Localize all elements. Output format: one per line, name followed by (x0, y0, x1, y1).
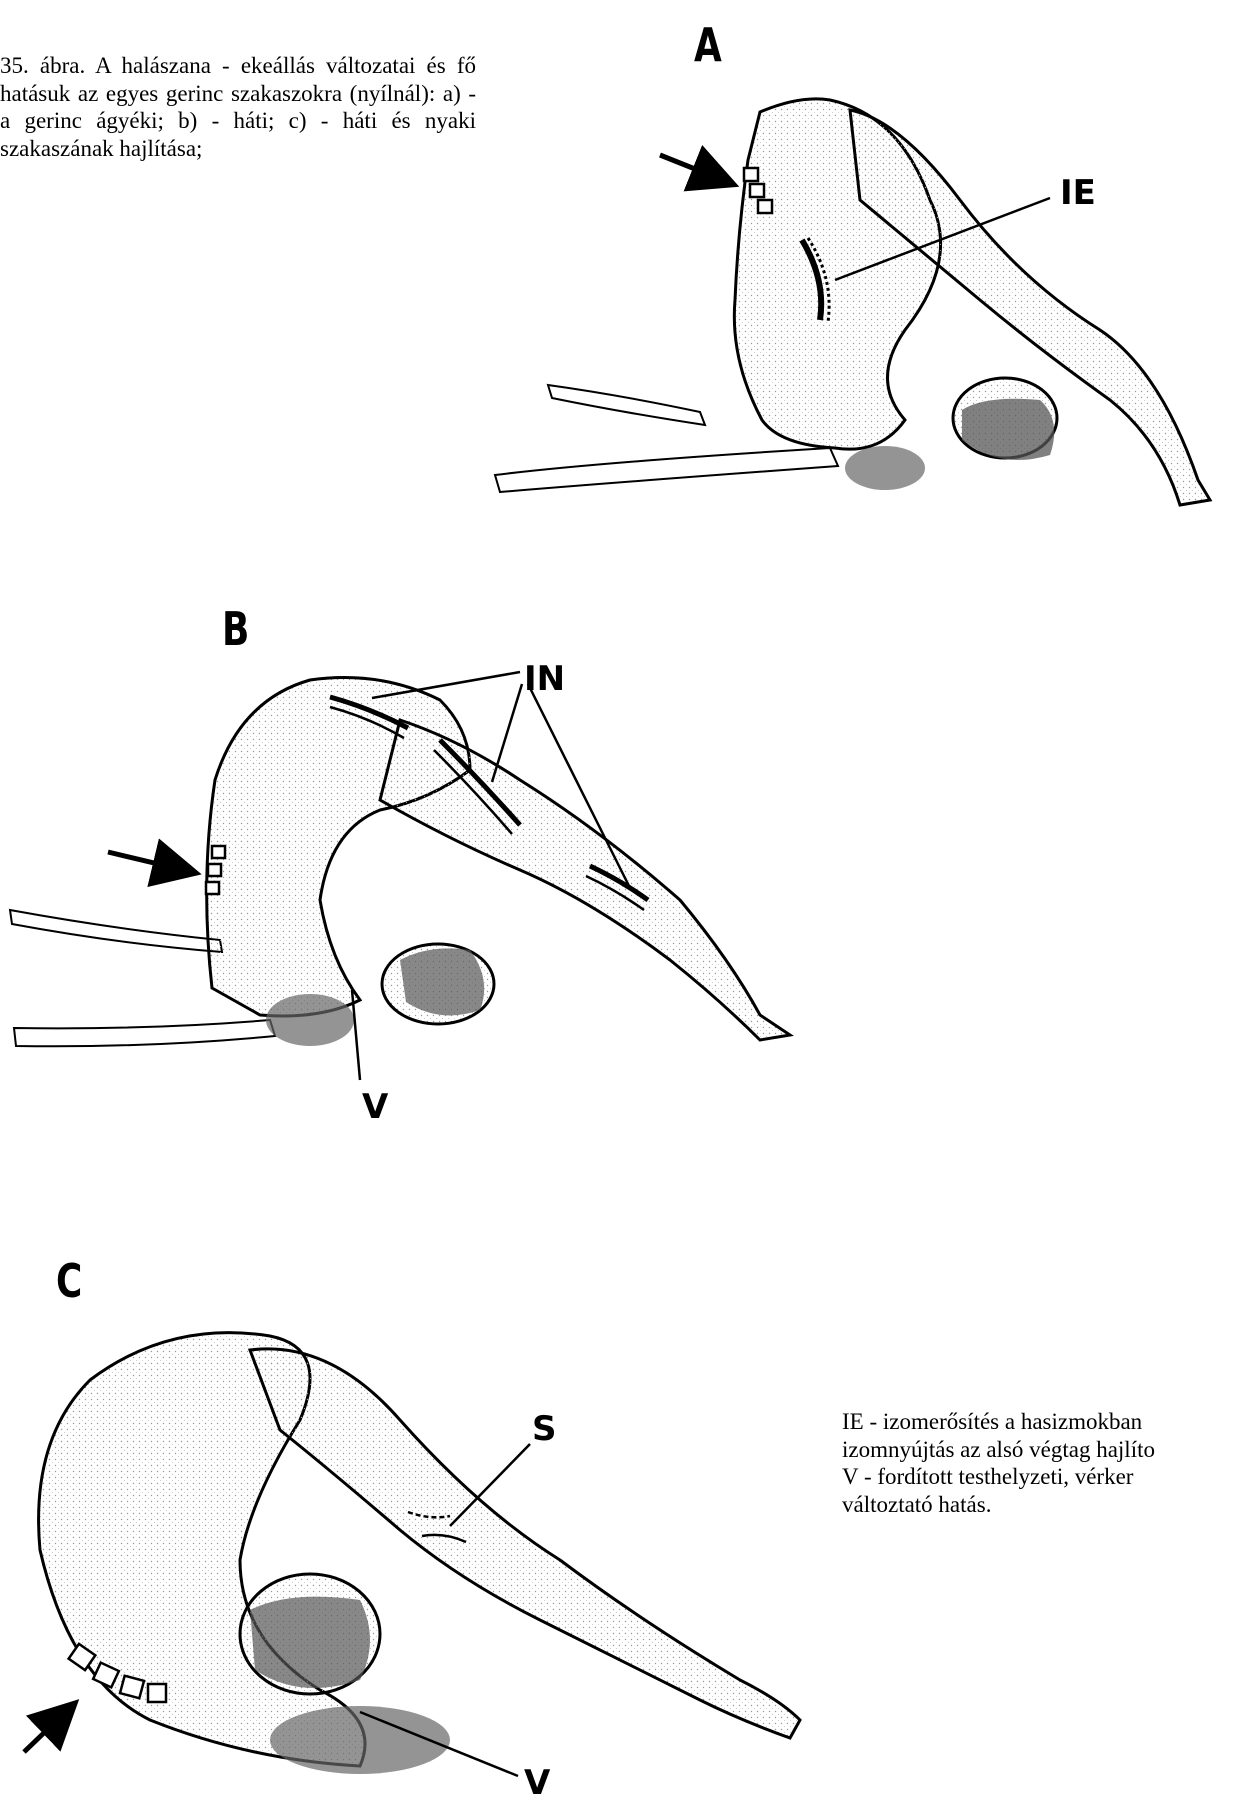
legend-line-3: V - fordított testhelyzeti, vérker (842, 1463, 1234, 1491)
figure-c-illustration: S V (24, 1333, 800, 1796)
legend: IE - izomerősítés a hasizmokban izomnyúj… (842, 1408, 1234, 1518)
figure-b-illustration: IN V (10, 659, 790, 1127)
legend-line-2: izomnyújtás az alsó végtag hajlíto (842, 1436, 1234, 1464)
figure-b-label-in: IN (524, 659, 565, 699)
figure-a-illustration: IE (495, 99, 1210, 505)
legend-line-4: változtató hatás. (842, 1491, 1234, 1519)
figure-c-label-v: V (524, 1763, 551, 1796)
figure-a-label-ie: IE (1060, 173, 1096, 213)
figure-c-label-s: S (532, 1409, 557, 1449)
figure-b-label-v: V (362, 1087, 389, 1127)
legend-line-1: IE - izomerősítés a hasizmokban (842, 1408, 1234, 1436)
